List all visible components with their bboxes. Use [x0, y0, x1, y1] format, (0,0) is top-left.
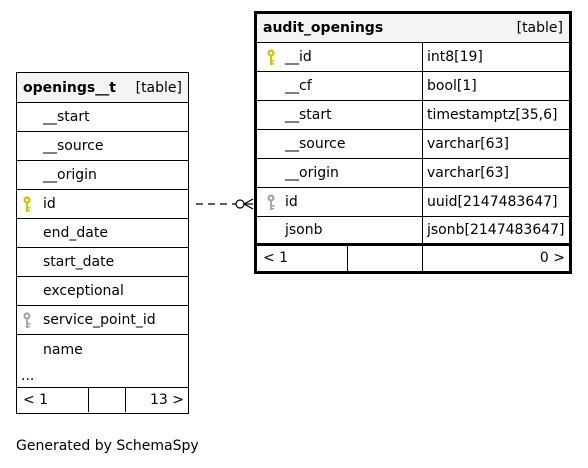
openings-t-row-exceptional: exceptional [17, 277, 188, 306]
column-name: __start [43, 109, 90, 125]
column-name-cell: __source [257, 129, 423, 158]
crowfoot-upper [243, 198, 254, 205]
audit-openings-header: audit_openings [table] [257, 14, 569, 43]
foreign-key-icon [257, 193, 285, 211]
audit-openings-row-cf: __cf bool[1] [257, 71, 569, 101]
openings-t-row-id: id [17, 190, 188, 219]
column-name: end_date [43, 225, 108, 241]
openings-t-footer-parents: < 1 [17, 388, 89, 412]
column-type: jsonb[2147483647] [427, 221, 565, 238]
openings-t-row-origin: __origin [17, 161, 188, 190]
openings-t-kind: [table] [135, 79, 182, 96]
openings-t-row-start-date: start_date [17, 248, 188, 277]
audit-openings-title: audit_openings [263, 19, 384, 36]
column-name: __origin [285, 164, 339, 181]
crowfoot-lower [243, 203, 254, 210]
column-type: int8[19] [427, 48, 483, 65]
audit-openings-table: audit_openings [table] __id int8[19] __cf b… [254, 11, 572, 274]
generated-by-caption: Generated by SchemaSpy [16, 438, 199, 454]
openings-t-table: openings__t [table] __start __source __ori… [16, 72, 189, 414]
openings-t-footer: < 1 13 > [17, 388, 188, 412]
audit-openings-row-id: __id int8[19] [257, 42, 569, 72]
audit-openings-kind: [table] [516, 19, 563, 36]
audit-openings-row-origin: __origin varchar[63] [257, 158, 569, 188]
column-name-cell: jsonb [257, 216, 423, 243]
openings-t-row-service-point-id: service_point_id [17, 306, 188, 335]
column-name: exceptional [43, 283, 124, 299]
column-name: id [43, 196, 56, 212]
column-name-cell: __cf [257, 71, 423, 100]
openings-t-more-row: ... [17, 364, 188, 388]
column-name-cell: id [257, 187, 423, 216]
audit-openings-footer: < 1 0 > [257, 245, 569, 271]
column-name: __cf [285, 77, 312, 94]
column-name-cell: __origin [257, 158, 423, 187]
column-name: id [285, 193, 298, 210]
audit-openings-footer-spacer [348, 245, 423, 271]
primary-key-icon [267, 49, 275, 65]
audit-openings-row-jsonb: jsonb jsonb[2147483647] [257, 216, 569, 246]
column-name: start_date [43, 254, 115, 270]
openings-t-row-start: __start [17, 103, 188, 132]
column-name: jsonb [285, 221, 323, 238]
column-type: varchar[63] [427, 164, 509, 181]
column-type: varchar[63] [427, 135, 509, 152]
audit-openings-footer-parents: < 1 [257, 245, 348, 271]
column-type: uuid[2147483647] [427, 193, 558, 210]
more-columns-ellipsis: ... [21, 367, 35, 384]
foreign-key-icon [23, 312, 31, 328]
foreign-key-icon [267, 194, 275, 210]
primary-key-icon [17, 190, 37, 218]
column-name: service_point_id [43, 312, 156, 328]
column-name: __origin [43, 167, 97, 183]
primary-key-icon [23, 196, 31, 212]
audit-openings-row-start: __start timestamptz[35,6] [257, 100, 569, 130]
audit-openings-row-source: __source varchar[63] [257, 129, 569, 159]
audit-openings-row-id: id uuid[2147483647] [257, 187, 569, 217]
column-name: __source [285, 135, 346, 152]
openings-t-row-end-date: end_date [17, 219, 188, 248]
openings-t-header: openings__t [table] [17, 73, 188, 103]
openings-t-footer-spacer [89, 388, 126, 412]
primary-key-icon [257, 48, 285, 66]
column-type: bool[1] [427, 77, 477, 94]
column-type: timestamptz[35,6] [427, 106, 558, 123]
column-name-cell: __start [257, 100, 423, 129]
audit-openings-footer-children: 0 > [539, 250, 565, 267]
column-name: __id [285, 48, 312, 65]
column-name: __start [285, 106, 332, 123]
openings-t-title: openings__t [23, 79, 116, 96]
column-name: __source [43, 138, 104, 154]
openings-t-row-source: __source [17, 132, 188, 161]
foreign-key-icon [17, 306, 37, 334]
openings-t-footer-children: 13 > [150, 392, 184, 408]
zero-cardinality-marker [235, 199, 245, 209]
column-name-cell: __id [257, 42, 423, 71]
column-name: name [43, 341, 83, 358]
openings-t-row-name: name [17, 335, 188, 364]
